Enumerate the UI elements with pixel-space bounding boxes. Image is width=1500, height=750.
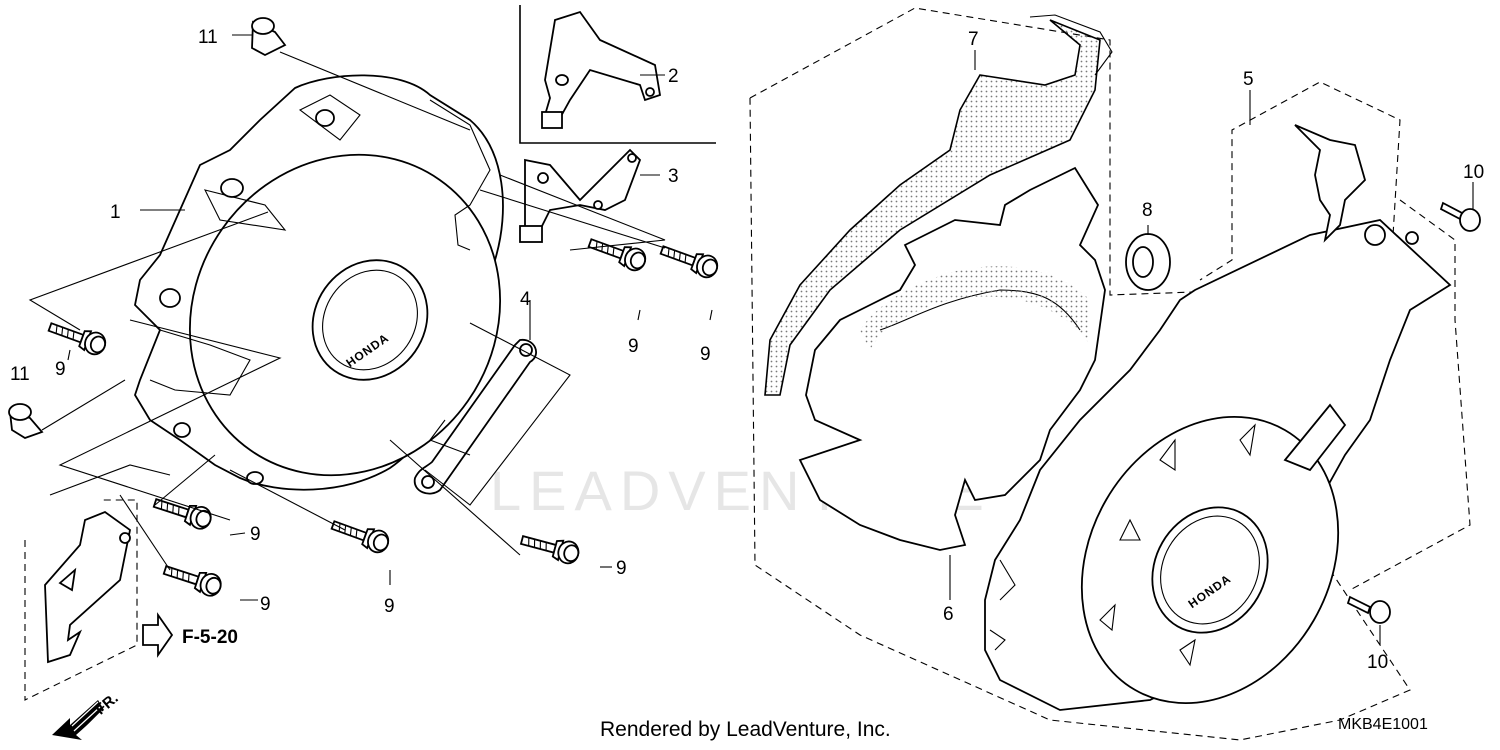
bolt-9-lower-d[interactable]	[518, 528, 582, 567]
bolt-9-left[interactable]	[45, 315, 110, 359]
inner-cover-7[interactable]	[764, 14, 1113, 396]
callout-4: 4	[520, 289, 531, 310]
grommet-8[interactable]	[1125, 233, 1171, 291]
screw-10-lower[interactable]	[1346, 595, 1391, 624]
callout-9-lower-b: 9	[260, 594, 271, 615]
callout-3: 3	[668, 166, 679, 187]
callout-10-upper: 10	[1463, 162, 1484, 183]
callout-10-lower: 10	[1367, 652, 1388, 673]
screw-10-upper[interactable]	[1439, 201, 1481, 232]
reference-label: F-5-20	[182, 627, 238, 648]
callout-11-lower: 11	[10, 364, 30, 385]
spacer-11-upper[interactable]	[251, 17, 287, 57]
callout-11-upper: 11	[198, 27, 218, 48]
callout-9-top-right: 9	[700, 344, 711, 365]
bolt-9-top-center[interactable]	[585, 231, 650, 275]
callout-1: 1	[110, 202, 121, 223]
callout-9-lower-a: 9	[250, 524, 261, 545]
leader-lines-left	[28, 34, 713, 601]
reference-bracket-part	[24, 499, 138, 701]
gasket-6[interactable]	[798, 166, 1106, 551]
outer-cover-5[interactable]: HONDA	[984, 124, 1452, 750]
callout-8: 8	[1142, 200, 1153, 221]
bolt-9-lower-c[interactable]	[328, 513, 393, 557]
right-group-outline	[749, 7, 1471, 741]
spacer-11-lower[interactable]	[8, 403, 44, 439]
footer-credit: Rendered by LeadVenture, Inc.	[600, 718, 891, 741]
left-crankcase-cover[interactable]: HONDA	[127, 74, 562, 536]
bolt-9-top-right[interactable]	[657, 238, 722, 282]
bracket-3[interactable]	[519, 148, 642, 243]
callout-labels: 11 1 9 11 2 3 4 9 9 9 9 9 9 7 5 8 6 10 1…	[10, 27, 1484, 718]
callout-9-lower-c: 9	[384, 596, 395, 617]
bracket-2-group[interactable]	[519, 5, 716, 144]
callout-6: 6	[943, 604, 954, 625]
callout-5: 5	[1243, 69, 1254, 90]
leader-lines-right	[949, 50, 1474, 645]
callout-9-lower-d: 9	[616, 558, 627, 579]
reference-arrow	[142, 612, 174, 658]
diagram-code: MKB4E1001	[1338, 716, 1428, 733]
callout-7: 7	[968, 29, 979, 50]
callout-9-top-center: 9	[628, 336, 639, 357]
front-direction-arrow	[52, 700, 104, 740]
callout-9-left: 9	[55, 359, 66, 380]
plate-4[interactable]	[413, 339, 537, 495]
callout-2: 2	[668, 66, 679, 87]
bolt-9-lower-b[interactable]	[160, 558, 225, 600]
